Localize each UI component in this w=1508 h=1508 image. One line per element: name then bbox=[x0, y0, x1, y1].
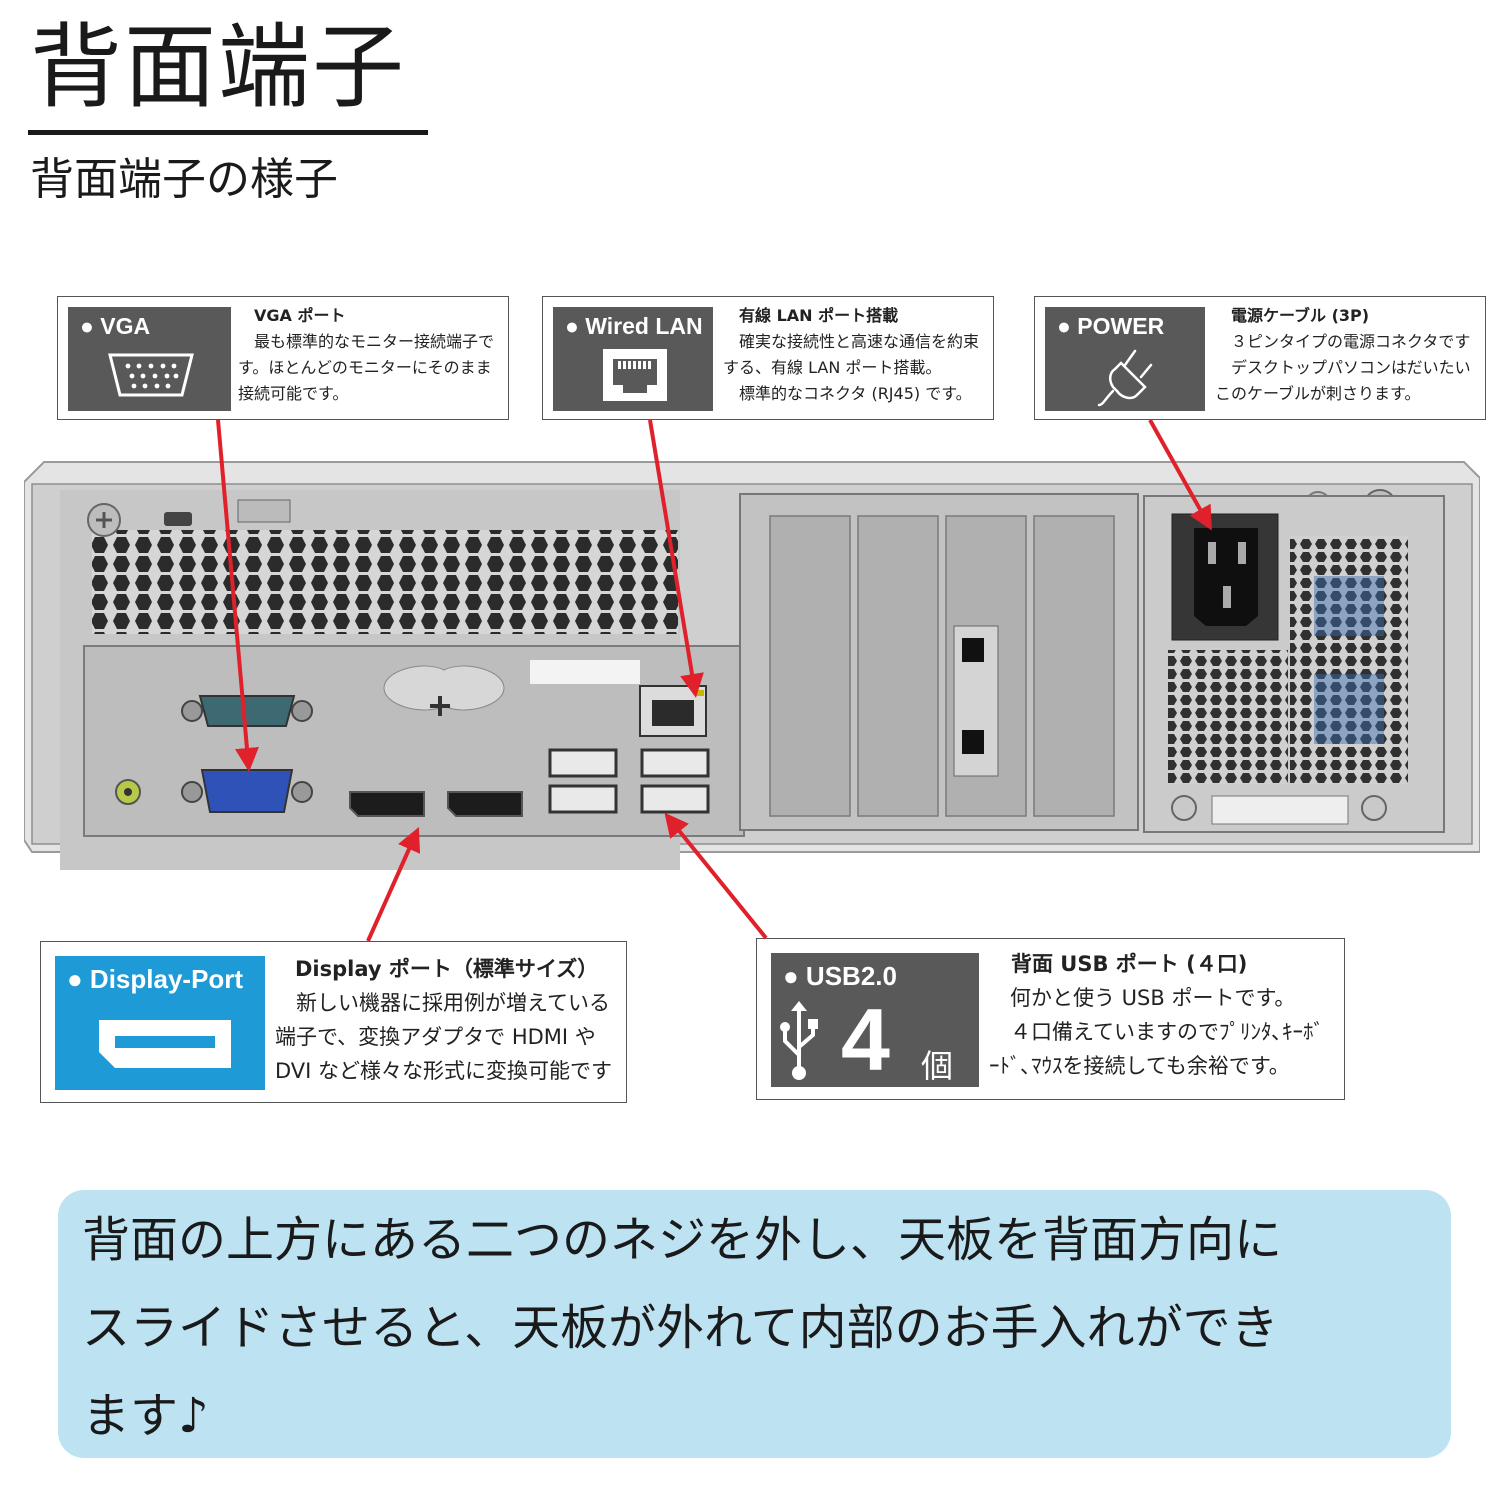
lan-badge: ● Wired LAN bbox=[553, 307, 713, 411]
vga-port-icon bbox=[108, 353, 194, 397]
arrow-usb bbox=[664, 812, 768, 940]
displayport-heading: Display ポート（標準サイズ） bbox=[295, 957, 599, 981]
power-heading: 電源ケーブル (3P) bbox=[1231, 306, 1370, 325]
power-badge-label: ● POWER bbox=[1057, 313, 1165, 339]
power-desc-line: デスクトップパソコンはだいたい bbox=[1215, 358, 1471, 377]
displayport-icon bbox=[99, 1020, 231, 1068]
usb-badge-label: ● USB2.0 bbox=[783, 961, 897, 991]
lan-callout: ● Wired LAN 有線 LAN ポート搭載 確実な接続性と高速な通信を約束… bbox=[542, 296, 994, 420]
displayport-badge-label: ● Display-Port bbox=[67, 964, 244, 994]
displayport-callout: ● Display-Port Display ポート（標準サイズ） 新しい機器に… bbox=[40, 941, 627, 1103]
vga-heading: VGA ポート bbox=[254, 306, 346, 325]
power-desc-line: このケーブルが刺さります。 bbox=[1215, 384, 1421, 403]
vga-desc-line: 最も標準的なモニター接続端子で bbox=[238, 332, 495, 351]
usb-desc-line: ４口備えていますのでﾌﾟﾘﾝﾀ､ｷｰﾎﾞ bbox=[989, 1020, 1324, 1044]
page-subtitle: 背面端子の様子 bbox=[30, 154, 338, 205]
arrow-power bbox=[1148, 419, 1212, 531]
usb-icon bbox=[780, 1001, 818, 1080]
arrow-displayport bbox=[366, 827, 421, 942]
lan-desc-line: 確実な接続性と高速な通信を約束 bbox=[723, 332, 980, 351]
usb-count-unit: 個 bbox=[921, 1048, 954, 1084]
usb-desc-line: ｰﾄﾞ､ﾏｳｽを接続しても余裕です。 bbox=[989, 1054, 1290, 1078]
displayport-badge: ● Display-Port bbox=[55, 956, 265, 1090]
page-title: 背面端子 bbox=[30, 14, 407, 121]
vga-desc-line: す。ほとんどのモニターにそのまま bbox=[238, 358, 492, 377]
note-box: 背面の上方にある二つのネジを外し、天板を背面方向に スライドさせると、天板が外れ… bbox=[58, 1190, 1451, 1458]
usb-heading: 背面 USB ポート (４口) bbox=[1011, 952, 1248, 976]
power-desc-line: ３ピンタイプの電源コネクタです bbox=[1215, 332, 1471, 351]
lan-heading: 有線 LAN ポート搭載 bbox=[739, 306, 899, 325]
note-line: ます♪ bbox=[82, 1388, 209, 1444]
vga-badge: ● VGA bbox=[68, 307, 231, 411]
vga-callout: ● VGA VGA ポート 最も標準的なモニター接続端子で す。ほとんどのモニタ… bbox=[57, 296, 509, 420]
usb-callout: ● USB2.0 4 個 背面 USB ポート (４口) 何かと使う USB ポ… bbox=[756, 938, 1345, 1100]
power-callout: ● POWER 電源ケーブル (3P) ３ピンタイプの電源コネクタです デスクト… bbox=[1034, 296, 1486, 420]
usb-count: 4 bbox=[841, 990, 890, 1089]
lan-desc-line: する、有線 LAN ポート搭載。 bbox=[723, 358, 942, 377]
displayport-desc-line: DVI など様々な形式に変換可能です bbox=[275, 1059, 613, 1083]
vga-desc-line: 接続可能です。 bbox=[238, 384, 349, 403]
displayport-desc-line: 端子で、変換アダプタで HDMI や bbox=[275, 1025, 596, 1049]
ethernet-port-icon bbox=[603, 349, 667, 401]
usb-desc-line: 何かと使う USB ポートです。 bbox=[989, 986, 1296, 1010]
usb-badge: ● USB2.0 4 個 bbox=[771, 953, 979, 1087]
power-badge: ● POWER bbox=[1045, 307, 1205, 411]
arrow-vga bbox=[216, 419, 259, 772]
power-plug-icon bbox=[1097, 349, 1153, 407]
vga-badge-label: ● VGA bbox=[80, 313, 151, 339]
arrow-lan bbox=[648, 419, 704, 698]
pc-rear-panel bbox=[24, 461, 1480, 870]
note-line: スライドさせると、天板が外れて内部のお手入れができ bbox=[82, 1300, 1279, 1356]
screw-left bbox=[87, 503, 121, 537]
note-line: 背面の上方にある二つのネジを外し、天板を背面方向に bbox=[82, 1212, 1283, 1268]
lan-desc-line: 標準的なコネクタ (RJ45) です。 bbox=[723, 384, 972, 403]
title-underline bbox=[28, 130, 428, 135]
displayport-desc-line: 新しい機器に採用例が増えている bbox=[275, 991, 610, 1015]
lan-badge-label: ● Wired LAN bbox=[565, 313, 703, 339]
